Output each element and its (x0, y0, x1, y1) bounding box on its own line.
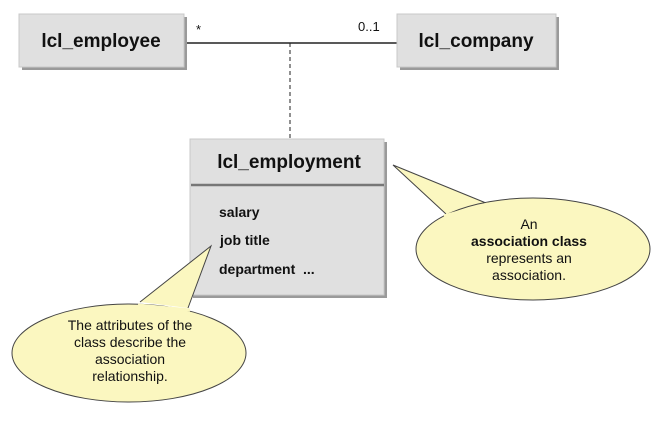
class-company[interactable]: lcl_company (396, 13, 559, 70)
callout-text: The attributes of the (68, 317, 193, 333)
company-multiplicity: 0..1 (358, 19, 380, 34)
callout-text: class describe the (74, 334, 186, 350)
callout-text-bold: association class (471, 233, 587, 249)
callout-text: An (520, 216, 537, 232)
attribute-department: department ... (219, 261, 315, 277)
attribute-salary: salary (219, 204, 260, 220)
callout-attributes: The attributes of the class describe the… (11, 244, 247, 403)
class-name: lcl_employee (41, 31, 160, 52)
callout-text: association. (492, 267, 566, 283)
callout-text: relationship. (92, 368, 168, 384)
callout-text: represents an (486, 250, 572, 266)
class-employment[interactable]: lcl_employment salary job title departme… (189, 138, 387, 298)
class-employee[interactable]: lcl_employee (18, 13, 187, 70)
class-name: lcl_employment (217, 152, 361, 173)
callout-text: association (95, 351, 165, 367)
callout-association-class: An association class represents an assoc… (392, 164, 651, 301)
class-name: lcl_company (418, 31, 534, 52)
attribute-job-title: job title (219, 232, 270, 248)
employee-multiplicity: * (196, 22, 201, 37)
